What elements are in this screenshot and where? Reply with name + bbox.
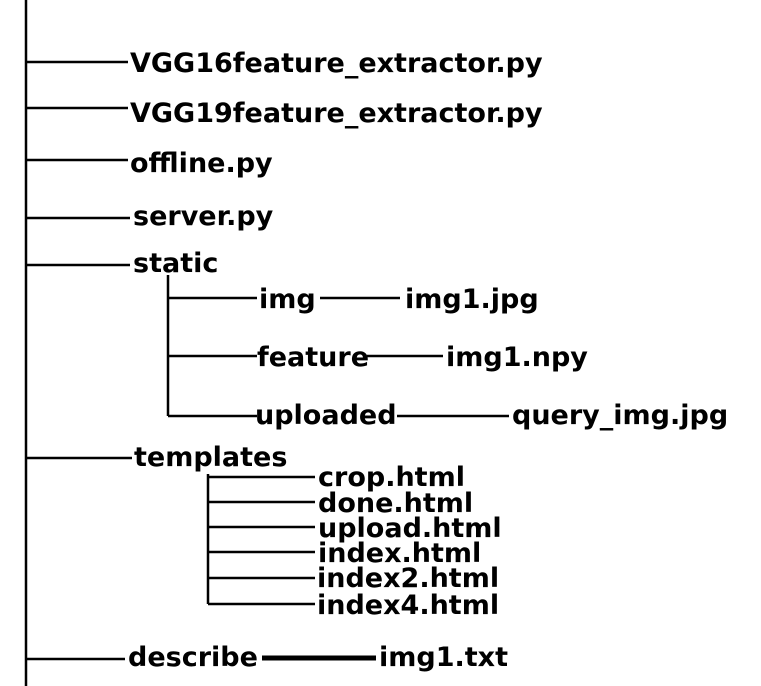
folder-uploaded: uploaded xyxy=(255,400,397,431)
folder-feature: feature xyxy=(257,342,369,373)
file-vgg19-extractor: VGG19feature_extractor.py xyxy=(130,98,543,129)
folder-templates: templates xyxy=(134,442,287,473)
file-offline: offline.py xyxy=(130,148,273,179)
file-img1-npy: img1.npy xyxy=(446,342,588,373)
file-upload-html: upload.html xyxy=(318,513,502,544)
file-index-html: index.html xyxy=(318,538,481,569)
folder-describe: describe xyxy=(128,642,258,673)
file-done-html: done.html xyxy=(318,488,473,519)
folder-img: img xyxy=(259,284,316,315)
file-img1-jpg: img1.jpg xyxy=(405,284,539,315)
folder-static: static xyxy=(133,248,218,279)
file-vgg16-extractor: VGG16feature_extractor.py xyxy=(130,48,543,79)
file-img1-txt: img1.txt xyxy=(379,642,508,673)
file-query-img: query_img.jpg xyxy=(512,400,728,431)
file-index2-html: index2.html xyxy=(317,563,499,594)
file-index4-html: index4.html xyxy=(317,590,499,621)
file-crop-html: crop.html xyxy=(318,462,465,493)
file-server: server.py xyxy=(133,201,274,232)
